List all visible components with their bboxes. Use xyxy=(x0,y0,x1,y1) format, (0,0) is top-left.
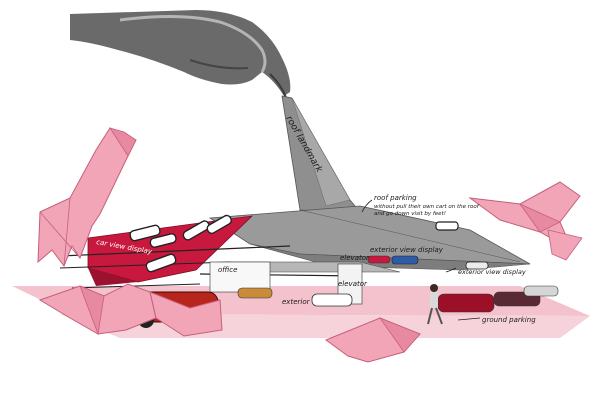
leader-lines xyxy=(361,199,481,321)
label-exterior-view-display: exterior view display xyxy=(370,246,444,254)
origami-crane-right xyxy=(468,181,583,261)
label-office: office xyxy=(218,266,237,274)
origami-giraffe xyxy=(37,127,137,268)
label-roof-parking: roof parking xyxy=(374,194,417,202)
pedestrian-figure xyxy=(427,284,443,325)
label-roof-parking-note-1: without pull their own cart on the roof xyxy=(374,204,480,210)
roof-landmark xyxy=(281,95,361,213)
label-exterior: exterior xyxy=(282,298,311,306)
core-blocks xyxy=(209,261,363,305)
label-roof-parking-note-2: and go down visit by feet! xyxy=(374,211,446,217)
label-ground-parking: ground parking xyxy=(482,316,536,324)
hand-illustration xyxy=(70,10,291,99)
label-elevator-lower: elevator xyxy=(338,280,368,288)
origami-crane-left xyxy=(38,283,223,337)
label-exterior-view-display-right: exterior view display xyxy=(458,268,526,276)
ramp-cars xyxy=(129,214,232,273)
upper-slab xyxy=(208,205,531,271)
label-elevator-upper: elevator xyxy=(340,254,370,262)
origami-fish xyxy=(324,317,421,363)
